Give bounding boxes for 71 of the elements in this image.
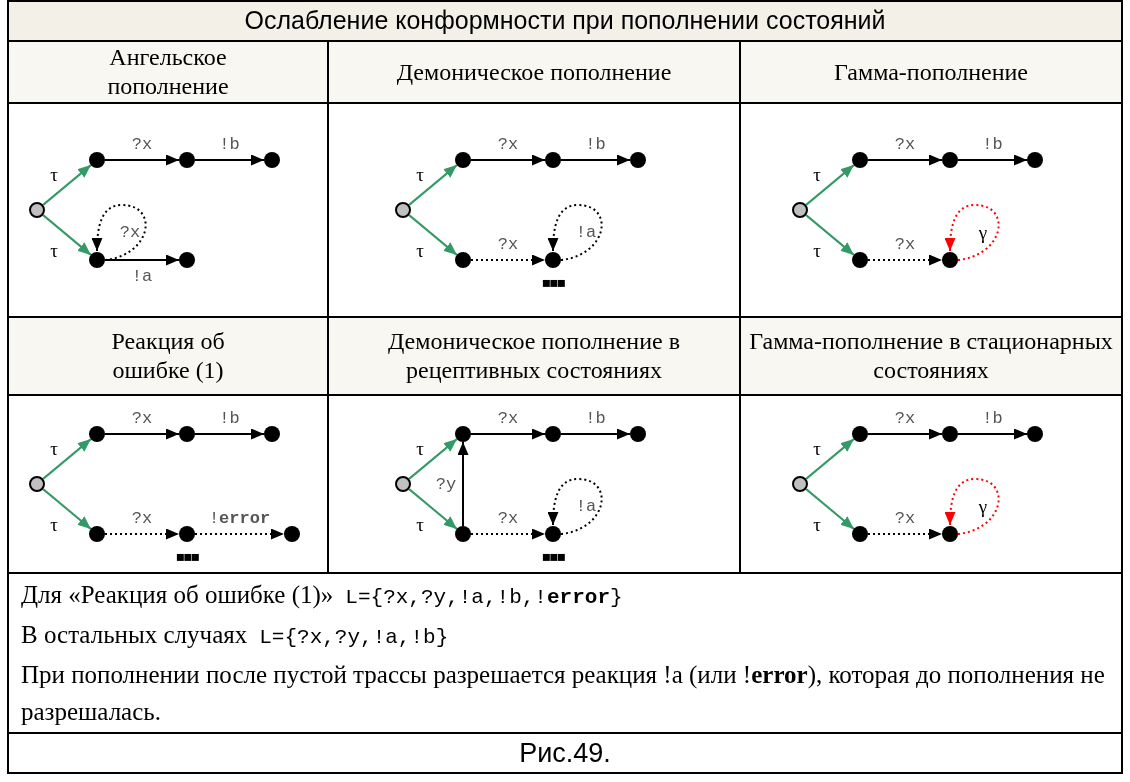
loop-arrow [944, 204, 1000, 261]
transition-arrow [104, 428, 180, 440]
note-text: Для «Реакция об ошибке (1)» [21, 580, 334, 611]
transition-arrow [104, 254, 180, 266]
transition-arrow [867, 154, 943, 166]
edge-label: τ [813, 164, 821, 184]
edge-label: γ [978, 496, 988, 516]
loop-arrow [547, 204, 603, 261]
transition-arrow [560, 428, 631, 440]
transition-arrow [457, 441, 469, 527]
transition-arrow [470, 528, 546, 540]
edge-label: τ [813, 514, 821, 534]
transition-arrow [408, 438, 458, 480]
set-formula: L={?x,?y,!a,!b,!error} [345, 585, 623, 611]
edge-label: τ [416, 240, 424, 260]
loop-arrow [547, 478, 603, 535]
transition-arrow [470, 428, 546, 440]
transition-arrow [408, 164, 458, 206]
edge-label: τ [50, 240, 58, 260]
edge-label: τ [813, 438, 821, 458]
loop-arrow [91, 204, 147, 261]
column-heading: Гамма-пополнение [741, 42, 1121, 102]
loop-arrow [944, 478, 1000, 535]
transition-arrow [42, 488, 92, 530]
column-heading: Ангельское пополнение [9, 42, 327, 102]
column-heading: Реакция об ошибке (1) [9, 318, 327, 394]
transition-arrow [470, 254, 546, 266]
edge-label: τ [416, 164, 424, 184]
edge-label: τ [50, 514, 58, 534]
edge-label: !a [575, 223, 597, 241]
transition-arrow [104, 154, 180, 166]
edge-label: !a [575, 497, 597, 515]
transition-arrow [805, 438, 855, 480]
transition-arrow [867, 254, 943, 266]
edge-label: τ [50, 164, 58, 184]
transition-arrow [42, 214, 92, 256]
transition-arrow [194, 528, 285, 540]
transition-arrow [805, 214, 855, 256]
transition-arrow [805, 164, 855, 206]
transition-arrow [408, 214, 458, 256]
ellipsis-mark: ▪▪▪ [541, 275, 565, 289]
edge-label: τ [416, 514, 424, 534]
transition-arrow [957, 428, 1028, 440]
edge-label: γ [978, 222, 988, 242]
ellipsis-mark: ▪▪▪ [175, 549, 199, 563]
column-heading: Демоническое пополнение [329, 42, 739, 102]
transition-arrow [42, 164, 92, 206]
table-title: Ослабление конформности при пополнении состояний [9, 2, 1121, 40]
note-text: При пополнении после пустой трассы разрешается реакция !a (или !error), которая до пополнения не разрешалась. [21, 660, 1106, 727]
column-heading: Гамма-пополнение в стационарных состояниях [741, 318, 1121, 394]
column-heading: Демоническое пополнение в рецептивных состояниях [329, 318, 739, 394]
transition-arrow [104, 528, 180, 540]
transition-arrow [408, 488, 458, 530]
edge-label: τ [416, 438, 424, 458]
edge-label: ?x [119, 223, 141, 241]
transition-arrow [957, 154, 1028, 166]
note-text: В остальных случаях [21, 620, 248, 650]
transition-arrow [867, 428, 943, 440]
edge-label: τ [813, 240, 821, 260]
ellipsis-mark: ▪▪▪ [541, 549, 565, 563]
transition-arrow [805, 488, 855, 530]
edge-label: τ [50, 438, 58, 458]
transition-arrow [194, 428, 265, 440]
transition-arrow [42, 438, 92, 480]
edge-label: ?y [435, 475, 457, 493]
transition-arrow [470, 154, 546, 166]
transition-arrow [560, 154, 631, 166]
transition-arrow [194, 154, 265, 166]
set-formula: L={?x,?y,!a,!b} [259, 625, 449, 651]
figure-caption: Рис.49. [9, 734, 1121, 772]
transition-arrow [867, 528, 943, 540]
